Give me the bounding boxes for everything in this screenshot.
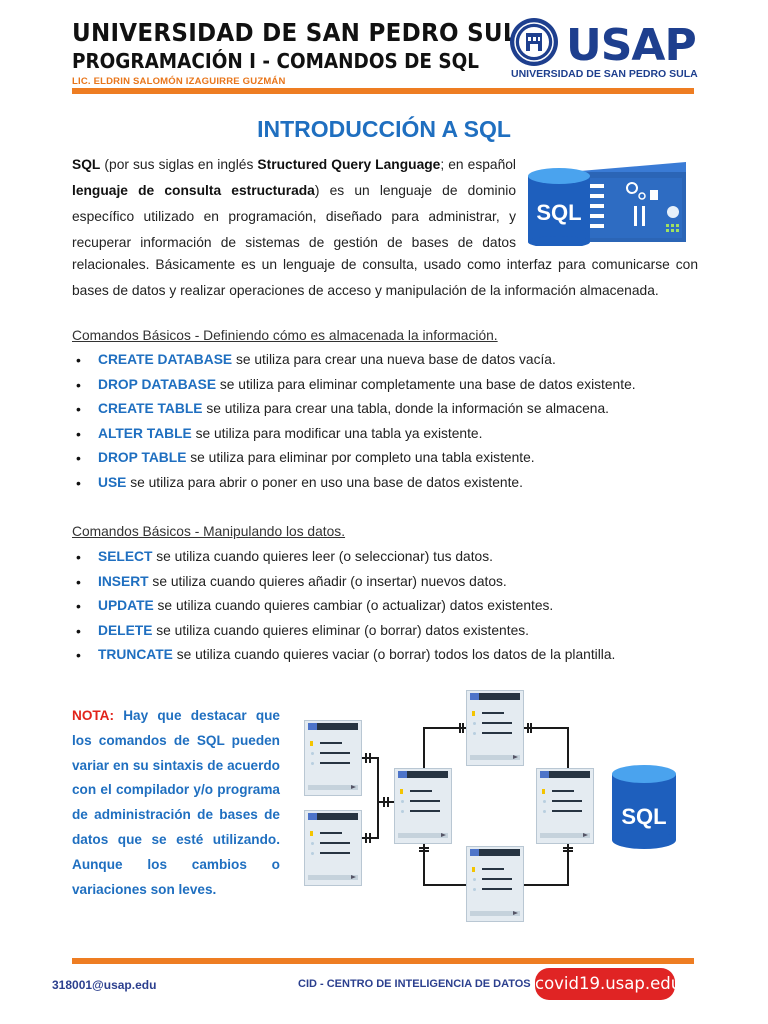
intro-structured-term: Structured Query Language bbox=[257, 157, 441, 172]
command-description: se utiliza para modificar una tabla ya e… bbox=[191, 425, 483, 441]
command-keyword: SELECT bbox=[98, 549, 153, 564]
nota-label: NOTA: bbox=[72, 708, 115, 723]
sql-cylinder-label: SQL bbox=[621, 804, 666, 829]
list-item: DROP TABLE se utiliza para eliminar por … bbox=[72, 446, 636, 471]
command-description: se utiliza cuando quieres leer (o selecc… bbox=[152, 549, 493, 564]
intro-text-3: ) es un lenguaje de dominio específico u… bbox=[72, 183, 516, 250]
command-description: se utiliza cuando quieres eliminar (o bo… bbox=[152, 622, 529, 638]
intro-text-1: (por sus siglas en inglés bbox=[100, 157, 258, 172]
list-item: DELETE se utiliza cuando quieres elimina… bbox=[72, 619, 615, 644]
footer-divider bbox=[72, 958, 694, 964]
command-keyword: CREATE TABLE bbox=[98, 401, 203, 417]
university-title: UNIVERSIDAD DE SAN PEDRO SULA bbox=[72, 18, 536, 47]
section2-heading: Comandos Básicos - Manipulando los datos… bbox=[72, 524, 346, 539]
usap-logo-text: USAP bbox=[566, 20, 697, 71]
intro-lenguaje-term: lenguaje de consulta estructurada bbox=[72, 183, 315, 198]
intro-text-2: ; en español bbox=[440, 157, 516, 172]
command-description: se utiliza para crear una nueva base de … bbox=[232, 352, 556, 367]
list-item: USE se utiliza para abrir o poner en uso… bbox=[72, 471, 636, 496]
command-keyword: CREATE DATABASE bbox=[98, 352, 233, 367]
course-title: PROGRAMACIÓN I - COMANDOS DE SQL bbox=[72, 49, 479, 73]
command-description: se utiliza para eliminar completamente u… bbox=[216, 376, 636, 392]
command-keyword: ALTER TABLE bbox=[98, 425, 192, 441]
command-description: se utiliza para eliminar por completo un… bbox=[186, 450, 535, 466]
covid-link[interactable]: covid19.usap.edu bbox=[535, 968, 681, 1000]
command-description: se utiliza cuando quieres cambiar (o act… bbox=[153, 598, 554, 614]
command-description: se utiliza para crear una tabla, donde l… bbox=[202, 401, 609, 417]
command-keyword: INSERT bbox=[98, 573, 149, 589]
sql-database-illustration: SQL bbox=[528, 160, 690, 248]
footer-cid: CID - CENTRO DE INTELIGENCIA DE DATOS bbox=[298, 978, 531, 990]
command-keyword: DROP TABLE bbox=[98, 450, 187, 466]
list-item: DROP DATABASE se utiliza para eliminar c… bbox=[72, 373, 636, 398]
university-seal-icon bbox=[509, 17, 559, 67]
command-keyword: TRUNCATE bbox=[98, 647, 173, 663]
command-keyword: UPDATE bbox=[98, 598, 154, 614]
nota-text: Hay que destacar que los comandos de SQL… bbox=[72, 708, 280, 897]
header-divider bbox=[72, 88, 694, 94]
intro-paragraph-bottom: relacionales. Básicamente es un lenguaje… bbox=[72, 257, 698, 298]
command-keyword: DELETE bbox=[98, 622, 153, 638]
section1-list: CREATE DATABASE se utiliza para crear un… bbox=[72, 348, 636, 496]
database-table-icon bbox=[536, 768, 594, 844]
list-item: INSERT se utiliza cuando quieres añadir … bbox=[72, 570, 615, 595]
footer-email: 318001@usap.edu bbox=[52, 978, 157, 992]
list-item: UPDATE se utiliza cuando quieres cambiar… bbox=[72, 594, 615, 619]
database-table-icon bbox=[466, 846, 524, 922]
list-item: TRUNCATE se utiliza cuando quieres vacia… bbox=[72, 643, 615, 668]
database-table-icon bbox=[394, 768, 452, 844]
section2-list: SELECT se utiliza cuando quieres leer (o… bbox=[72, 545, 615, 668]
usap-logo-subtitle: UNIVERSIDAD DE SAN PEDRO SULA bbox=[511, 68, 698, 80]
intro-paragraph-top: SQL (por sus siglas en inglés Structured… bbox=[72, 152, 516, 256]
command-keyword: DROP DATABASE bbox=[98, 376, 217, 392]
sql-cylinder-icon: SQL bbox=[612, 765, 676, 849]
command-description: se utiliza para abrir o poner en uso una… bbox=[126, 474, 523, 490]
database-table-icon bbox=[304, 810, 362, 886]
page-title: INTRODUCCIÓN A SQL bbox=[257, 116, 511, 142]
list-item: CREATE TABLE se utiliza para crear una t… bbox=[72, 397, 636, 422]
command-description: se utiliza cuando quieres vaciar (o borr… bbox=[172, 647, 616, 663]
list-item: ALTER TABLE se utiliza para modificar un… bbox=[72, 422, 636, 447]
nota-paragraph: NOTA: Hay que destacar que los comandos … bbox=[72, 704, 280, 902]
author-name: LIC. ELDRIN SALOMÓN IZAGUIRRE GUZMÁN bbox=[72, 76, 286, 87]
relational-tables-diagram: SQL bbox=[300, 690, 700, 922]
command-description: se utiliza cuando quieres añadir (o inse… bbox=[148, 573, 507, 589]
list-item: SELECT se utiliza cuando quieres leer (o… bbox=[72, 545, 615, 570]
section1-heading: Comandos Básicos - Definiendo cómo es al… bbox=[72, 328, 498, 343]
database-table-icon bbox=[466, 690, 524, 766]
sql-illustration-label: SQL bbox=[536, 200, 581, 225]
list-item: CREATE DATABASE se utiliza para crear un… bbox=[72, 348, 636, 373]
command-keyword: USE bbox=[98, 474, 127, 490]
intro-sql-term: SQL bbox=[72, 157, 101, 172]
database-table-icon bbox=[304, 720, 362, 796]
